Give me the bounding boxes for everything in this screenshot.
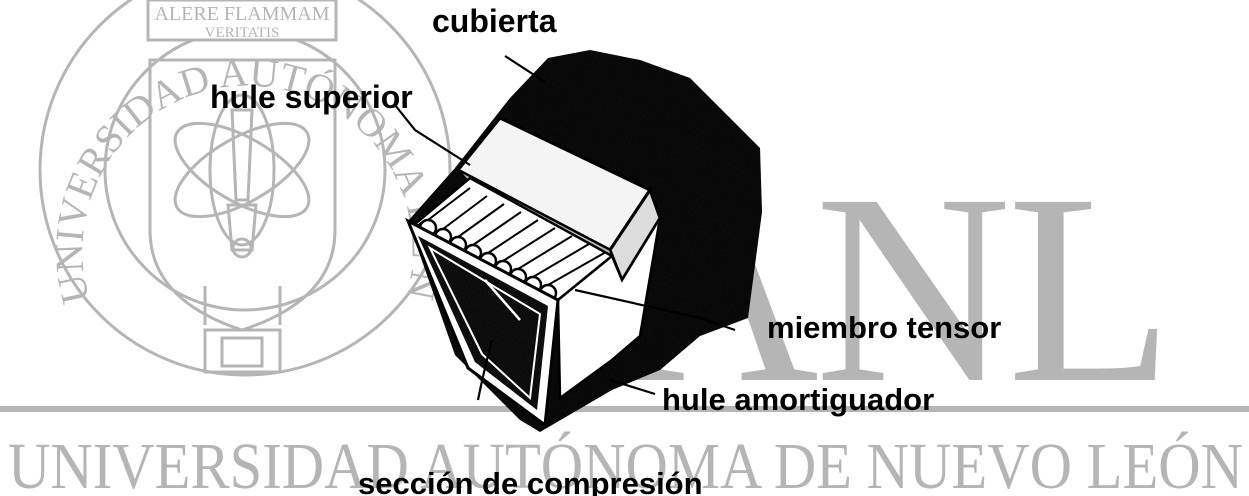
watermark-bottom-text: UNIVERSIDAD AUTÓNOMA DE NUEVO LEÓN: [8, 430, 1243, 496]
label-hule-superior: hule superior: [210, 79, 413, 115]
label-miembro-tensor: miembro tensor: [767, 310, 1001, 345]
compression-section: [405, 217, 560, 428]
university-seal: UNIVERSIDAD AUTÓNOMA DE NUEVO LEÓN ALERE…: [0, 0, 452, 377]
label-hule-amortiguador: hule amortiguador: [662, 382, 934, 417]
watermark-rule: [0, 406, 1249, 412]
label-cubierta: cubierta: [432, 3, 557, 39]
cushion-rubber: [556, 217, 662, 401]
seal-motto-line2: VERITATIS: [205, 25, 280, 41]
leader-lines: [394, 55, 736, 401]
tension-cords: [412, 176, 615, 303]
diagram-labels: cubierta hule superior miembro tensor hu…: [210, 3, 1001, 496]
v-belt-drawing: cubierta hule superior miembro tensor hu…: [210, 3, 1001, 496]
cord-lines: [427, 187, 607, 286]
label-seccion-compresion: sección de compresión: [358, 466, 703, 496]
seal-ring-text: UNIVERSIDAD AUTÓNOMA DE NUEVO LEÓN: [0, 0, 449, 308]
seal-motto-line1: ALERE FLAMMAM: [154, 3, 329, 25]
